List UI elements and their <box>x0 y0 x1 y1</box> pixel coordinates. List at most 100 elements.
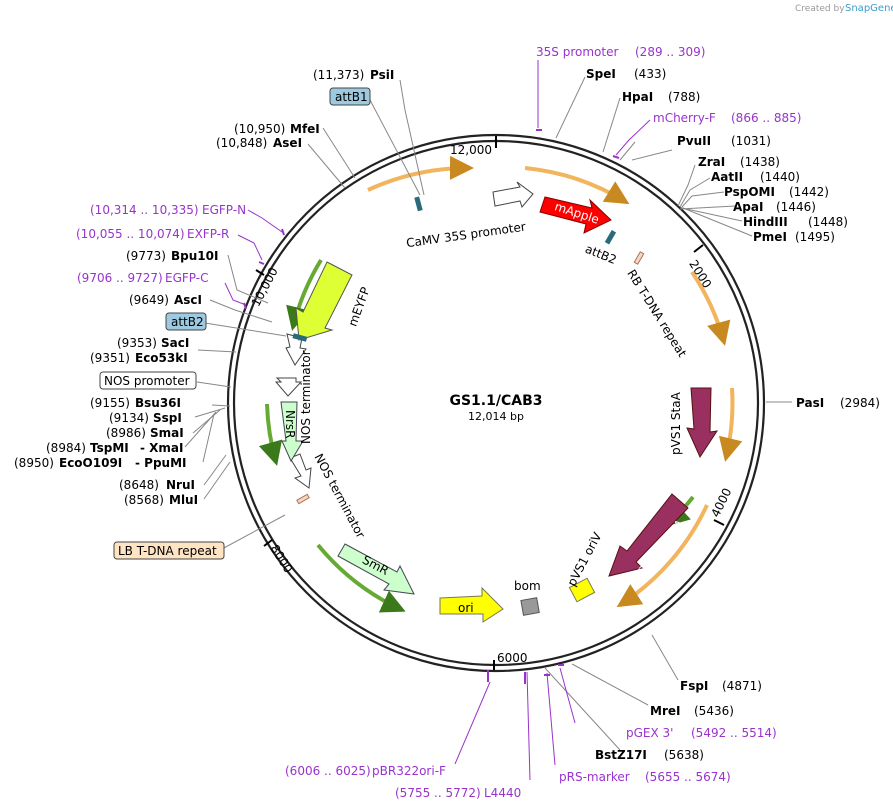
enzyme-pos: (9134) <box>109 411 149 425</box>
attb2-site[interactable] <box>604 229 617 245</box>
primer-name[interactable]: pGEX 3' <box>626 726 673 740</box>
lb-tdna-box[interactable] <box>113 541 225 560</box>
enzyme-name[interactable]: MfeI <box>290 122 320 136</box>
orf-arc <box>367 155 474 192</box>
primer-pos: (289 .. 309) <box>635 45 705 59</box>
feature-label: NOS terminator <box>311 451 367 540</box>
nos-terminator-arrow[interactable] <box>289 453 312 489</box>
enzyme-name[interactable]: Bpu10I <box>171 249 218 263</box>
primer-name[interactable]: pBR322ori-F <box>372 764 446 778</box>
attb1-box[interactable] <box>329 87 371 106</box>
enzyme-name[interactable]: HpaI <box>622 90 653 104</box>
enzyme-pos: (8986) <box>106 426 146 440</box>
enzyme-name[interactable]: SacI <box>161 336 189 350</box>
enzyme-pos: (2984) <box>840 396 880 410</box>
enzyme-pos: (9649) <box>129 293 169 307</box>
primer-pos: (10,314 .. 10,335) <box>90 203 199 217</box>
enzyme-pos: (4871) <box>722 679 762 693</box>
plasmid-title: GS1.1/CAB3 12,014 bp <box>449 393 542 423</box>
enzyme-name[interactable]: SmaI <box>150 426 184 440</box>
enzyme-labels: (11,373) PsiI (10,950) MfeI (10,848) Ase… <box>14 68 394 507</box>
enzyme-pos: (1440) <box>760 170 800 184</box>
primer-name[interactable]: EXFP-R <box>187 227 229 241</box>
tick-label: 8000 <box>267 542 295 575</box>
enzyme-name[interactable]: FspI <box>680 679 708 693</box>
enzyme-name[interactable]: ApaI <box>733 200 763 214</box>
smr-arrow[interactable] <box>337 543 415 595</box>
attb1-site[interactable] <box>414 196 423 212</box>
pvs1-staa-arrow[interactable] <box>686 387 719 459</box>
lb-tdna-repeat[interactable] <box>296 493 310 505</box>
attb2-box[interactable] <box>165 312 207 331</box>
primer-pos: (6006 .. 6025) <box>285 764 371 778</box>
enzyme-name[interactable]: Eco53kI <box>135 351 188 365</box>
enzyme-pos: (433) <box>634 67 666 81</box>
enzyme-name[interactable]: BstZ17I <box>595 748 647 762</box>
snapgene-logo: SnapGene <box>845 3 893 14</box>
feature-label: RB T-DNA repeat <box>624 267 689 360</box>
features: CaMV 35S promoter mApple attB2 RB T-DNA … <box>274 181 719 623</box>
primer-name[interactable]: mCherry-F <box>653 111 716 125</box>
attb2-site-2[interactable] <box>292 333 308 342</box>
enzyme-name[interactable]: Bsu36I <box>135 396 181 410</box>
primer-labels: 35S promoter (289 .. 309) mCherry-F (866… <box>76 45 801 800</box>
credit-text: Created by <box>795 4 845 14</box>
enzyme-name[interactable]: HindIII <box>743 215 788 229</box>
enzyme-labels-right: SpeI (433) HpaI (788) PvuII (1031) ZraI … <box>586 67 880 762</box>
enzyme-alt-name[interactable]: - XmaI <box>140 441 183 455</box>
enzyme-name[interactable]: PspOMI <box>724 185 775 199</box>
enzyme-name[interactable]: PsiI <box>370 68 394 82</box>
boxed-labels: attB1 attB2 NOS promoter LB T-DNA repeat <box>99 87 371 560</box>
snapgene-credit: Created by SnapGene <box>795 3 893 14</box>
attb2-label: attB2 <box>171 315 204 329</box>
bom-site[interactable] <box>520 597 540 616</box>
primer-pos: (866 .. 885) <box>731 111 801 125</box>
orf-arc <box>316 543 406 613</box>
leader-lines <box>184 76 792 751</box>
primer-pos: (5492 .. 5514) <box>691 726 777 740</box>
enzyme-name[interactable]: SspI <box>153 411 182 425</box>
enzyme-name[interactable]: EcoO109I <box>59 456 122 470</box>
nrsr-arrow[interactable] <box>280 401 304 463</box>
enzyme-pos: (1448) <box>808 215 848 229</box>
feature-label: attB2 <box>583 242 619 267</box>
primer-name[interactable]: pRS-marker <box>559 770 630 784</box>
ori-arrow[interactable] <box>439 586 504 623</box>
enzyme-pos: (9773) <box>126 249 166 263</box>
enzyme-name[interactable]: SpeI <box>586 67 616 81</box>
meyfp-arrow[interactable] <box>295 261 353 341</box>
enzyme-name[interactable]: AscI <box>174 293 202 307</box>
pvs1-repa-arrow[interactable] <box>608 493 689 577</box>
enzyme-pos: (1438) <box>740 155 780 169</box>
enzyme-name[interactable]: AseI <box>273 136 302 150</box>
enzyme-alt-name[interactable]: - PpuMI <box>135 456 187 470</box>
primer-name[interactable]: L4440 <box>484 786 521 800</box>
enzyme-name[interactable]: MluI <box>169 493 198 507</box>
rb-tdna-repeat[interactable] <box>633 251 645 265</box>
enzyme-name[interactable]: AatII <box>711 170 743 184</box>
primer-name[interactable]: EGFP-C <box>165 271 208 285</box>
enzyme-name[interactable]: MreI <box>650 704 680 718</box>
enzyme-pos: (788) <box>668 90 700 104</box>
enzyme-name[interactable]: NruI <box>166 478 195 492</box>
primer-name[interactable]: 35S promoter <box>536 45 618 59</box>
pvs1-oriv[interactable] <box>568 577 596 603</box>
enzyme-name[interactable]: ZraI <box>698 155 725 169</box>
enzyme-pos: (5436) <box>694 704 734 718</box>
camv-35s-promoter-arrow[interactable] <box>492 181 534 209</box>
nos-promoter-box[interactable] <box>99 371 197 390</box>
enzyme-pos: (8648) <box>119 478 159 492</box>
nos-terminator-2-arrow[interactable] <box>274 377 303 397</box>
enzyme-pos: (1031) <box>731 134 771 148</box>
primer-pos: (10,055 .. 10,074) <box>76 227 185 241</box>
enzyme-name[interactable]: PmeI <box>753 230 787 244</box>
enzyme-name[interactable]: TspMI <box>90 441 129 455</box>
enzyme-name[interactable]: PasI <box>796 396 824 410</box>
orf-arc <box>718 387 743 462</box>
enzyme-pos: (11,373) <box>313 68 364 82</box>
enzyme-name[interactable]: PvuII <box>677 134 711 148</box>
mapple-arrow[interactable] <box>539 196 612 234</box>
enzyme-pos: (5638) <box>664 748 704 762</box>
enzyme-pos: (1442) <box>789 185 829 199</box>
primer-name[interactable]: EGFP-N <box>202 203 246 217</box>
